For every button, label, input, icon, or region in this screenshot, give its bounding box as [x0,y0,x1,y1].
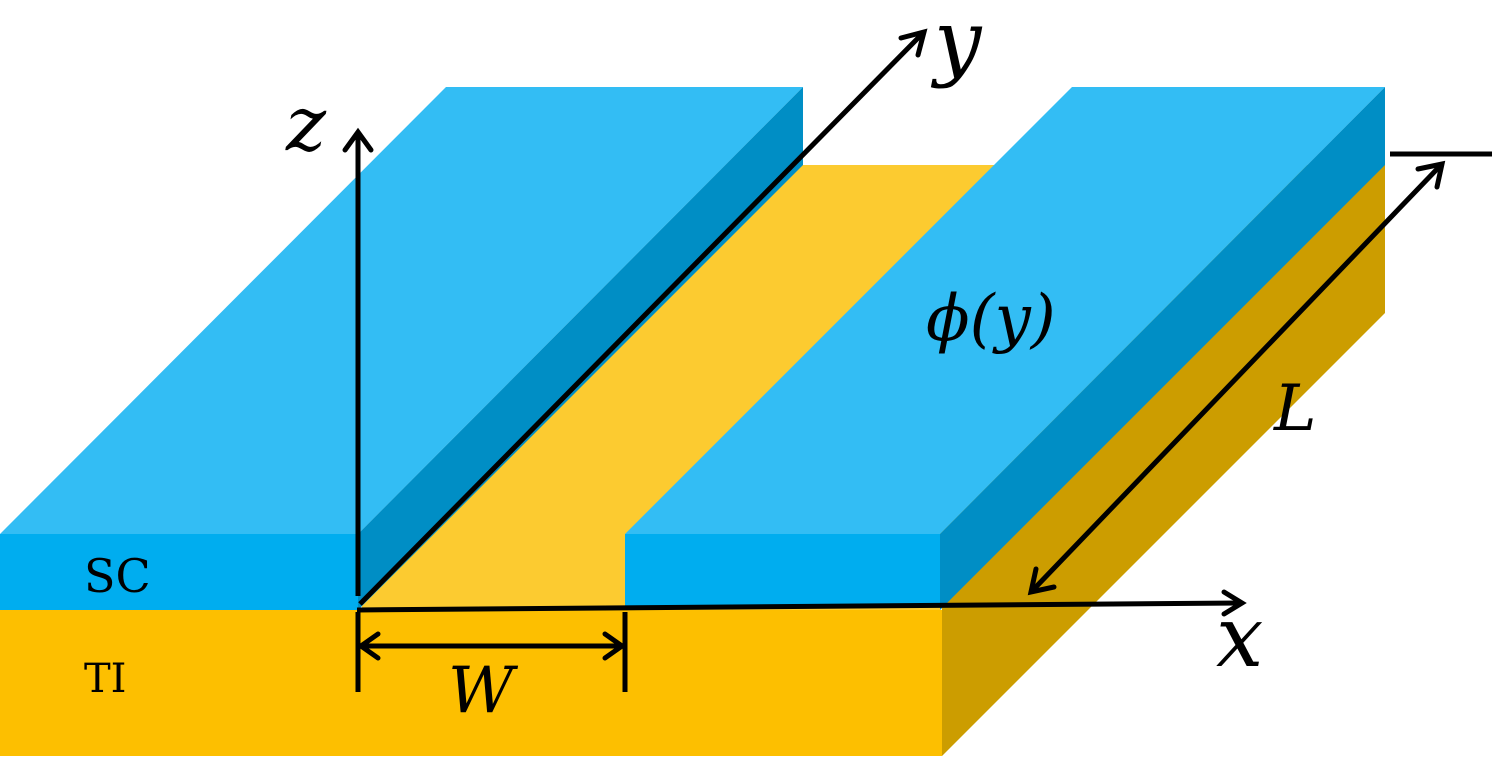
width-dimension [355,612,628,692]
sc-right-side-face [940,87,1385,610]
sc-right-slab [625,87,1385,610]
phase-label: ϕ(y) [926,282,1056,356]
length-dimension [1027,151,1492,596]
length-arrowhead-bottom [1027,566,1057,596]
axis-x-label: x [1216,588,1263,686]
axis-y-arrowhead [898,28,928,58]
axis-x-arrowhead [1221,589,1247,617]
sc-right-top-face [625,87,1385,534]
sc-left-side-face [358,87,803,610]
axis-z-label: z [285,79,327,168]
ti-front-face [0,610,942,756]
sc-layer-label: SC [84,549,151,603]
length-label: L [1273,372,1317,446]
sc-right-front-face [625,534,940,607]
width-arrowhead-right [602,631,627,661]
sc-left-front-face [0,534,358,610]
axis-z [342,127,374,596]
length-arrowhead-top [1415,160,1446,190]
width-arrowhead-left [356,631,381,661]
axis-y [358,28,928,606]
axis-z-arrowhead [342,127,374,153]
sc-left-top-face [0,87,803,534]
ti-layer-label: TI [84,656,126,702]
ti-side-face [942,163,1385,756]
sc-left-slab [0,87,803,610]
axis-y-label: y [930,0,983,90]
width-label: W [448,654,519,728]
axis-x [356,589,1247,617]
